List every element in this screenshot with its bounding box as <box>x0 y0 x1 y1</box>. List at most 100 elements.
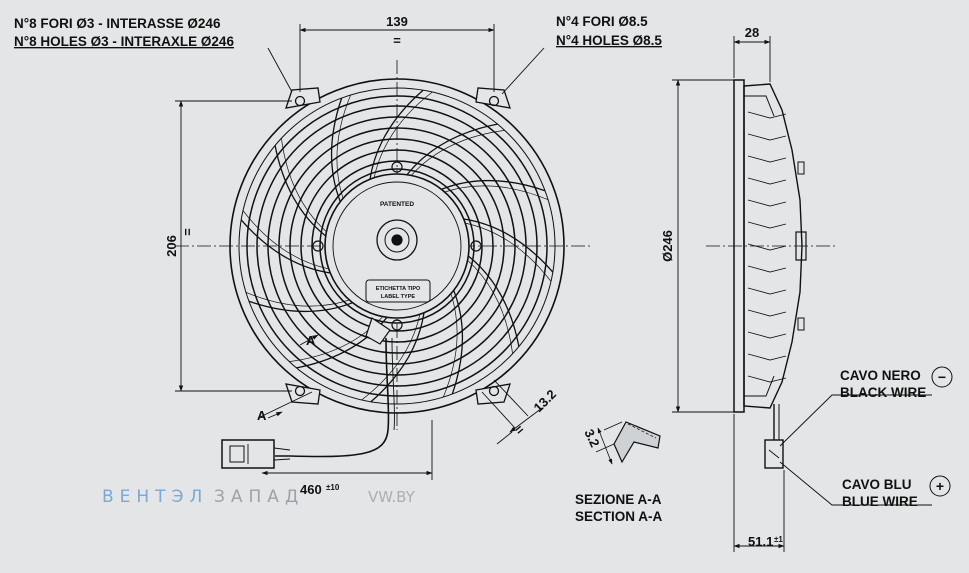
dim-460-label: 460 ±10 <box>300 482 340 497</box>
section-letter-lower: A <box>257 408 267 423</box>
section-title-italian: SEZIONE A-A <box>575 492 662 507</box>
guard-spoke-edge <box>467 260 513 354</box>
side-blade-line <box>747 309 787 317</box>
guard-spoke <box>406 123 498 176</box>
guard-spoke-edge <box>361 314 421 401</box>
side-blade-line <box>747 221 787 229</box>
dim-246-label: Ø246 <box>660 230 675 262</box>
side-blade-line <box>747 265 787 273</box>
guard-spoke <box>467 255 520 347</box>
guard-ring <box>289 138 505 354</box>
section-profile <box>613 421 661 464</box>
section-letter-upper: A <box>306 333 316 348</box>
mount-lug-top-right <box>475 87 511 109</box>
svg-text:±10: ±10 <box>326 483 340 492</box>
blue-wire-italian: CAVO BLU <box>842 477 912 492</box>
guard-spoke-edge <box>245 291 350 307</box>
watermark-part-1: ВЕНТЭЛ <box>102 487 208 507</box>
cable-assembly <box>221 337 396 469</box>
blue-wire-english: BLUE WIRE <box>842 494 918 509</box>
side-blade-line <box>747 243 787 251</box>
eq-mark-206: = <box>180 228 195 236</box>
guard-spoke-edge <box>465 222 552 282</box>
dim-28-label: 28 <box>745 25 759 40</box>
guard-spoke-edge <box>281 138 327 232</box>
front-view <box>175 60 590 430</box>
guard-spoke <box>274 145 327 237</box>
motor-bolt-left <box>312 240 324 252</box>
minus-symbol-circle <box>931 366 953 388</box>
label-type-italian: ETICHETTA TIPO <box>376 286 421 292</box>
dim-139-label: 139 <box>386 14 408 29</box>
eq-mark-13-2: = <box>511 421 527 438</box>
guard-ring <box>256 105 538 387</box>
eq-mark-139: = <box>393 33 401 48</box>
side-blade-line <box>747 375 787 383</box>
side-blade-line <box>747 287 787 295</box>
hub-outer <box>376 219 418 261</box>
cable <box>275 337 390 458</box>
plus-symbol: + <box>936 478 944 494</box>
hub-shaft <box>391 234 403 246</box>
hub-middle <box>384 227 410 253</box>
holes-note-italian: N°8 FORI Ø3 - INTERASSE Ø246 <box>14 16 221 31</box>
front-dimensions <box>175 24 545 480</box>
motor-housing-inner <box>332 181 462 311</box>
side-dimensions <box>672 36 932 552</box>
guard-spoke <box>451 290 464 395</box>
leader-black-wire <box>779 394 932 447</box>
dim-3-2-label: 3.2 <box>581 427 602 450</box>
black-wire-english: BLACK WIRE <box>840 385 926 400</box>
guard-spoke-edge <box>242 210 329 270</box>
guard-ring <box>300 149 494 343</box>
guard-ring <box>311 160 483 332</box>
mount-note-italian: N°4 FORI Ø8.5 <box>556 14 648 29</box>
guard-spoke <box>441 179 546 192</box>
motor-bolt-top <box>391 161 403 173</box>
side-blade-line <box>747 177 787 185</box>
leader-blue-wire <box>779 461 932 506</box>
side-blade-line <box>747 199 787 207</box>
black-wire-italian: CAVO NERO <box>840 368 921 383</box>
guard-spoke <box>240 219 331 274</box>
label-type-english: LABEL TYPE <box>381 294 415 300</box>
guard-spoke-edge <box>444 185 549 201</box>
dim-51-1-label: 51.1 ±1 <box>748 534 783 549</box>
side-motor <box>795 231 807 261</box>
side-blades <box>747 111 787 383</box>
guard-spoke <box>463 218 554 273</box>
dim-line-3-2 <box>597 427 613 465</box>
guard-spoke-edge <box>442 293 458 398</box>
guard-spoke-edge <box>411 130 505 176</box>
side-blade-line <box>747 155 787 163</box>
type-label-box <box>365 279 431 303</box>
side-blade-line <box>747 353 787 361</box>
svg-text:460: 460 <box>300 482 322 497</box>
guard-spoke <box>330 97 343 202</box>
guard-ring <box>319 168 475 324</box>
holes-note-english: N°8 HOLES Ø3 - INTERAXLE Ø246 <box>14 34 234 49</box>
guard-spoke-edge <box>373 91 433 178</box>
guard-spokes <box>240 89 554 403</box>
side-shroud <box>743 83 803 409</box>
cable-outlet <box>365 317 391 345</box>
frame-inner-ring <box>238 87 556 405</box>
mounting-lugs <box>285 87 511 405</box>
mount-lug-bottom-right <box>475 383 511 405</box>
motor-housing <box>324 173 470 319</box>
plus-symbol-circle <box>929 475 951 497</box>
svg-text:±1: ±1 <box>774 535 783 544</box>
minus-symbol: − <box>938 369 946 385</box>
section-title-english: SECTION A-A <box>575 509 662 524</box>
guard-ring <box>246 95 548 397</box>
frame-outer-ring <box>229 78 565 414</box>
motor-bolt-right <box>470 240 482 252</box>
guard-spoke <box>369 89 424 180</box>
patented-text: PATENTED <box>380 201 414 208</box>
watermark-part-2: ЗАПАД <box>214 487 304 507</box>
dim-206-label: 206 <box>164 235 179 257</box>
section-detail <box>595 421 661 465</box>
leader-mount <box>501 47 545 95</box>
svg-text:51.1: 51.1 <box>748 534 773 549</box>
